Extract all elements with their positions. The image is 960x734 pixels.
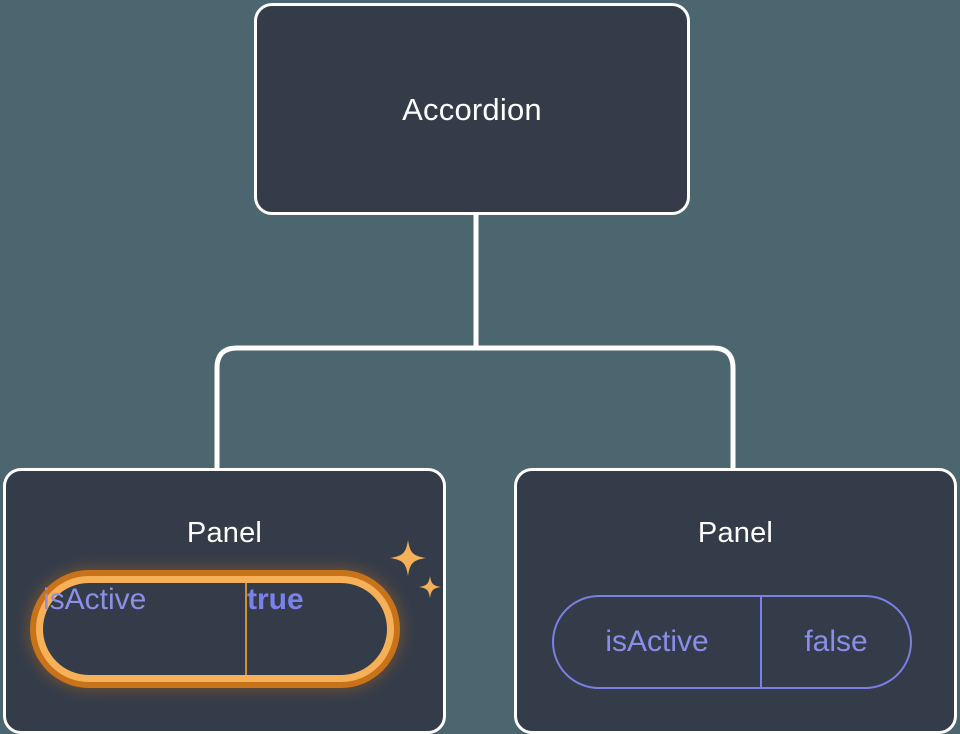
node-panel-right-label: Panel: [697, 517, 774, 549]
pill-body: isActive true: [43, 583, 387, 675]
pill-highlight-ring-outer: isActive true: [30, 570, 400, 688]
prop-key: isActive: [43, 583, 247, 675]
node-accordion-label: Accordion: [402, 91, 542, 127]
prop-pill-isactive-false[interactable]: isActive false: [552, 595, 912, 689]
pill-highlight-ring-inner: isActive true: [36, 576, 394, 682]
prop-value: true: [247, 583, 304, 616]
connector-bus: [214, 345, 736, 468]
prop-pill-isactive-true[interactable]: isActive true: [30, 570, 400, 688]
node-panel-left-label: Panel: [186, 517, 263, 549]
node-accordion[interactable]: Accordion: [254, 3, 690, 215]
prop-value: false: [804, 625, 868, 658]
prop-key: isActive: [554, 597, 762, 687]
pill-body: isActive false: [552, 595, 912, 689]
